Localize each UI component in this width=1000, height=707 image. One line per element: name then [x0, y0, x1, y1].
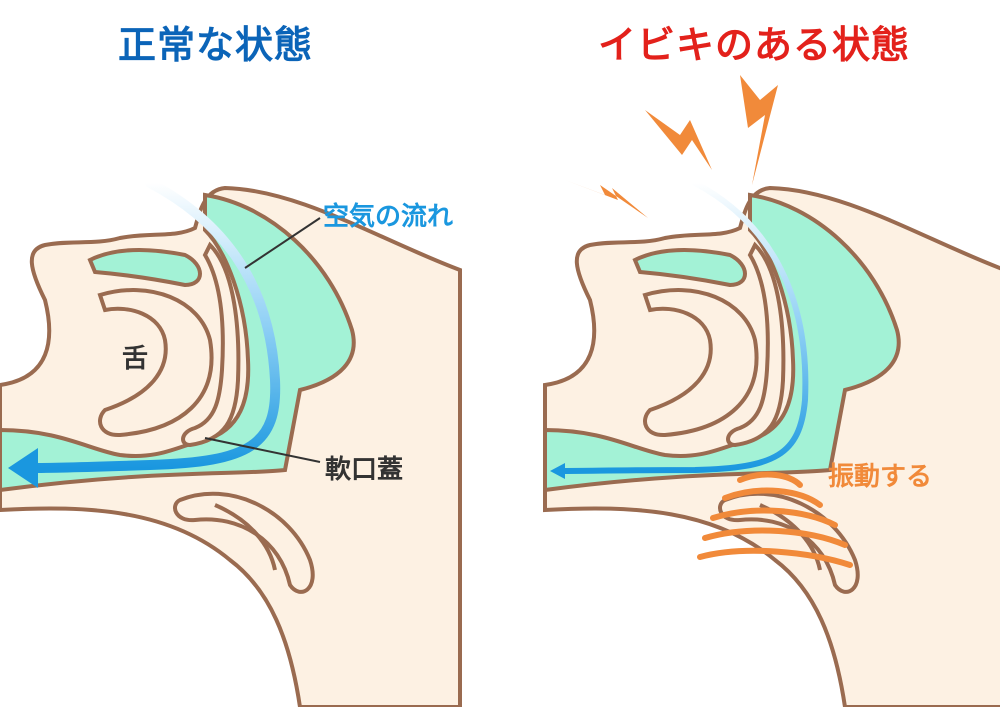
arrow-head-icon: [550, 463, 565, 479]
lightning-icon: [645, 110, 712, 170]
airflow-arrow: [25, 178, 281, 473]
snoring-panel: [543, 180, 1000, 707]
title-normal: 正常な状態: [118, 23, 314, 67]
airflow-arrow-weak: [557, 180, 809, 474]
airflow-leader: [244, 217, 321, 269]
soft-palate-leader: [204, 437, 321, 463]
normal-panel: [0, 178, 462, 707]
lightning-icon: [565, 180, 648, 218]
snore-lightning-icons: [565, 75, 778, 218]
label-vibrate: 振動する: [828, 462, 933, 492]
vibration-icon: [697, 471, 853, 568]
label-tongue: 舌: [122, 344, 149, 374]
label-airflow: 空気の流れ: [323, 202, 454, 232]
label-soft-palate: 軟口蓋: [325, 455, 404, 485]
title-snoring: イビキのある状態: [598, 23, 911, 67]
lightning-icon: [740, 75, 778, 185]
arrow-head-icon: [8, 448, 38, 488]
